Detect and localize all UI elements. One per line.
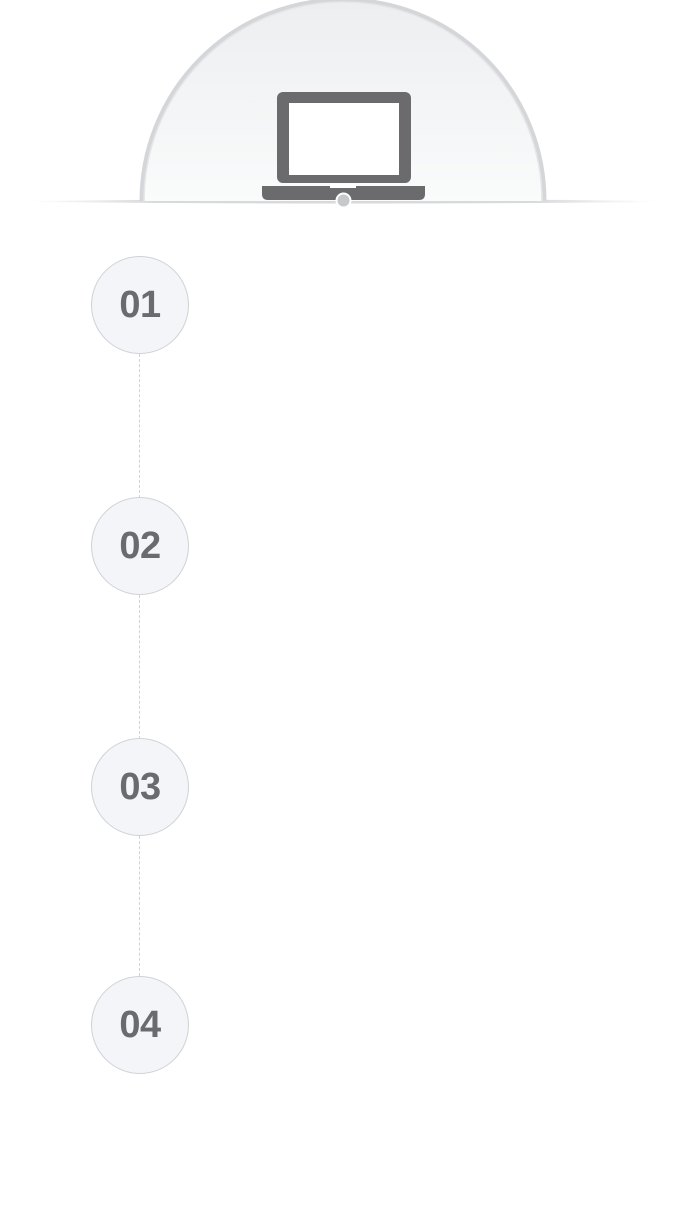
step-connector bbox=[139, 836, 140, 976]
hero-dome bbox=[30, 0, 657, 209]
step-badge-03: 03 bbox=[91, 738, 189, 836]
step-badge-01: 01 bbox=[91, 256, 189, 354]
step-badge-02: 02 bbox=[91, 497, 189, 595]
step-number: 03 bbox=[119, 765, 161, 808]
step-connector bbox=[139, 595, 140, 739]
laptop-icon bbox=[262, 92, 425, 200]
step-number: 04 bbox=[119, 1003, 161, 1046]
step-badge-04: 04 bbox=[91, 976, 189, 1074]
hero-header bbox=[0, 0, 687, 215]
step-connector bbox=[139, 354, 140, 498]
step-number: 02 bbox=[119, 524, 161, 567]
step-number: 01 bbox=[119, 283, 161, 326]
